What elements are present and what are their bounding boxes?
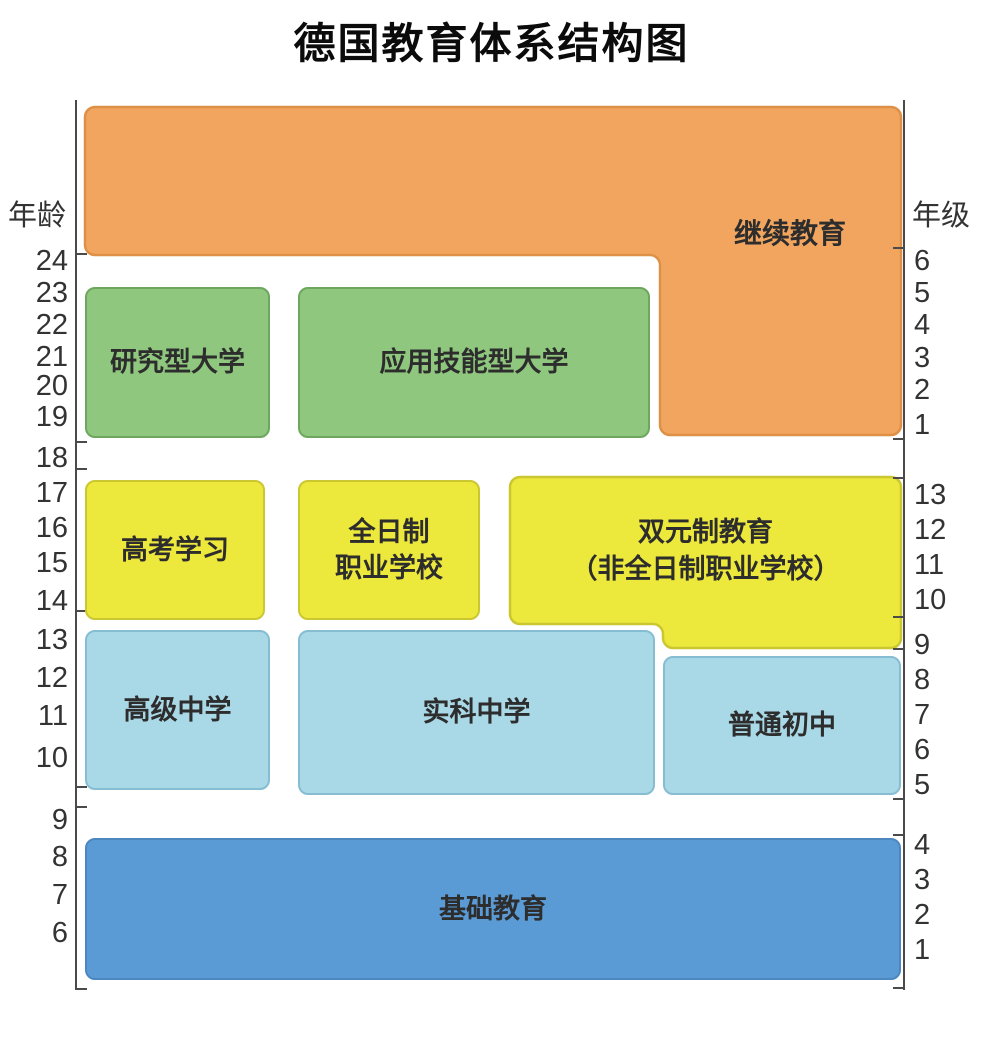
realschule-block: 实科中学 bbox=[298, 630, 655, 795]
age-tick-label: 15 bbox=[35, 547, 68, 579]
right-axis-tick bbox=[893, 247, 903, 249]
research-university-label: 研究型大学 bbox=[110, 347, 245, 378]
age-tick-label: 22 bbox=[35, 309, 68, 341]
gaokao-study-block: 高考学习 bbox=[85, 480, 265, 620]
age-tick-label: 21 bbox=[35, 341, 68, 373]
dual-system-education-shape bbox=[508, 475, 903, 650]
grade-tick-label: 4 bbox=[914, 829, 931, 861]
age-tick-label: 19 bbox=[35, 401, 68, 433]
left-axis-tick bbox=[77, 786, 87, 788]
continuing-education-label: 继续教育 bbox=[733, 218, 846, 250]
age-tick-label: 6 bbox=[51, 917, 68, 949]
age-tick-label: 23 bbox=[35, 277, 68, 309]
grade-tick-label: 7 bbox=[914, 699, 931, 731]
left-axis-tick bbox=[77, 468, 87, 470]
right-axis-tick bbox=[893, 648, 903, 650]
age-tick-label: 8 bbox=[51, 841, 68, 873]
age-tick-label: 14 bbox=[35, 585, 68, 617]
right-axis-tick bbox=[893, 834, 903, 836]
grade-axis-label: 年级 bbox=[912, 200, 971, 232]
age-tick-label: 20 bbox=[35, 370, 68, 402]
basic-education-label: 基础教育 bbox=[439, 893, 547, 924]
age-tick-label: 13 bbox=[35, 624, 68, 656]
grade-tick-label: 9 bbox=[914, 629, 931, 661]
age-tick-label: 9 bbox=[51, 804, 68, 836]
page-title: 德国教育体系结构图 bbox=[293, 20, 690, 67]
grade-tick-label: 1 bbox=[914, 934, 931, 966]
left-axis-tick bbox=[77, 988, 87, 990]
age-tick-label: 24 bbox=[35, 245, 68, 277]
age-tick-label: 18 bbox=[35, 442, 68, 474]
general-junior-high-label: 普通初中 bbox=[728, 710, 836, 741]
grade-tick-label: 13 bbox=[914, 479, 947, 511]
grade-tick-label: 12 bbox=[914, 514, 947, 546]
age-tick-label: 12 bbox=[35, 662, 68, 694]
grade-tick-label: 2 bbox=[914, 899, 931, 931]
realschule-label: 实科中学 bbox=[422, 697, 531, 728]
grade-tick-label: 11 bbox=[914, 549, 945, 581]
right-axis-tick bbox=[893, 798, 903, 800]
dual-system-education-label-wrap: 双元制教育 （非全日制职业学校） bbox=[510, 477, 901, 624]
fulltime-vocational-school-label: 全日制 职业学校 bbox=[335, 516, 443, 583]
grade-tick-label: 2 bbox=[914, 374, 931, 406]
research-university-block: 研究型大学 bbox=[85, 287, 270, 438]
left-axis-tick bbox=[77, 806, 87, 808]
right-axis-tick bbox=[893, 438, 903, 440]
grade-tick-label: 5 bbox=[914, 277, 931, 309]
general-junior-high-block: 普通初中 bbox=[663, 656, 901, 795]
right-axis-line bbox=[903, 100, 905, 990]
left-axis-tick bbox=[77, 441, 87, 443]
grade-tick-label: 6 bbox=[914, 734, 931, 766]
applied-skills-university-label: 应用技能型大学 bbox=[379, 347, 569, 378]
gymnasium-block: 高级中学 bbox=[85, 630, 270, 790]
continuing-education-label-wrap: 继续教育 bbox=[690, 214, 890, 254]
basic-education-block: 基础教育 bbox=[85, 838, 901, 980]
right-axis-tick bbox=[893, 987, 903, 989]
age-tick-label: 7 bbox=[51, 879, 68, 911]
left-axis-tick bbox=[77, 610, 87, 612]
fulltime-vocational-school-block: 全日制 职业学校 bbox=[298, 480, 480, 620]
grade-tick-label: 4 bbox=[914, 309, 931, 341]
age-tick-label: 11 bbox=[37, 700, 68, 732]
grade-tick-label: 10 bbox=[914, 584, 947, 616]
applied-skills-university-block: 应用技能型大学 bbox=[298, 287, 650, 438]
left-axis-tick bbox=[77, 253, 87, 255]
grade-tick-label: 8 bbox=[914, 664, 931, 696]
right-axis-tick bbox=[893, 616, 903, 618]
gymnasium-label: 高级中学 bbox=[123, 694, 232, 725]
right-axis-tick bbox=[893, 477, 903, 479]
dual-system-education-label: 双元制教育 （非全日制职业学校） bbox=[570, 517, 841, 584]
grade-tick-label: 3 bbox=[914, 342, 931, 374]
grade-tick-label: 6 bbox=[914, 245, 931, 277]
grade-tick-label: 5 bbox=[914, 769, 931, 801]
left-axis-line bbox=[75, 100, 77, 990]
gaokao-study-label: 高考学习 bbox=[121, 534, 229, 565]
grade-tick-label: 3 bbox=[914, 864, 931, 896]
age-tick-label: 16 bbox=[35, 512, 68, 544]
continuing-education-shape bbox=[83, 105, 903, 437]
age-tick-label: 10 bbox=[35, 742, 68, 774]
age-axis-label: 年龄 bbox=[8, 200, 67, 232]
age-tick-label: 17 bbox=[35, 477, 68, 509]
grade-tick-label: 1 bbox=[914, 409, 931, 441]
